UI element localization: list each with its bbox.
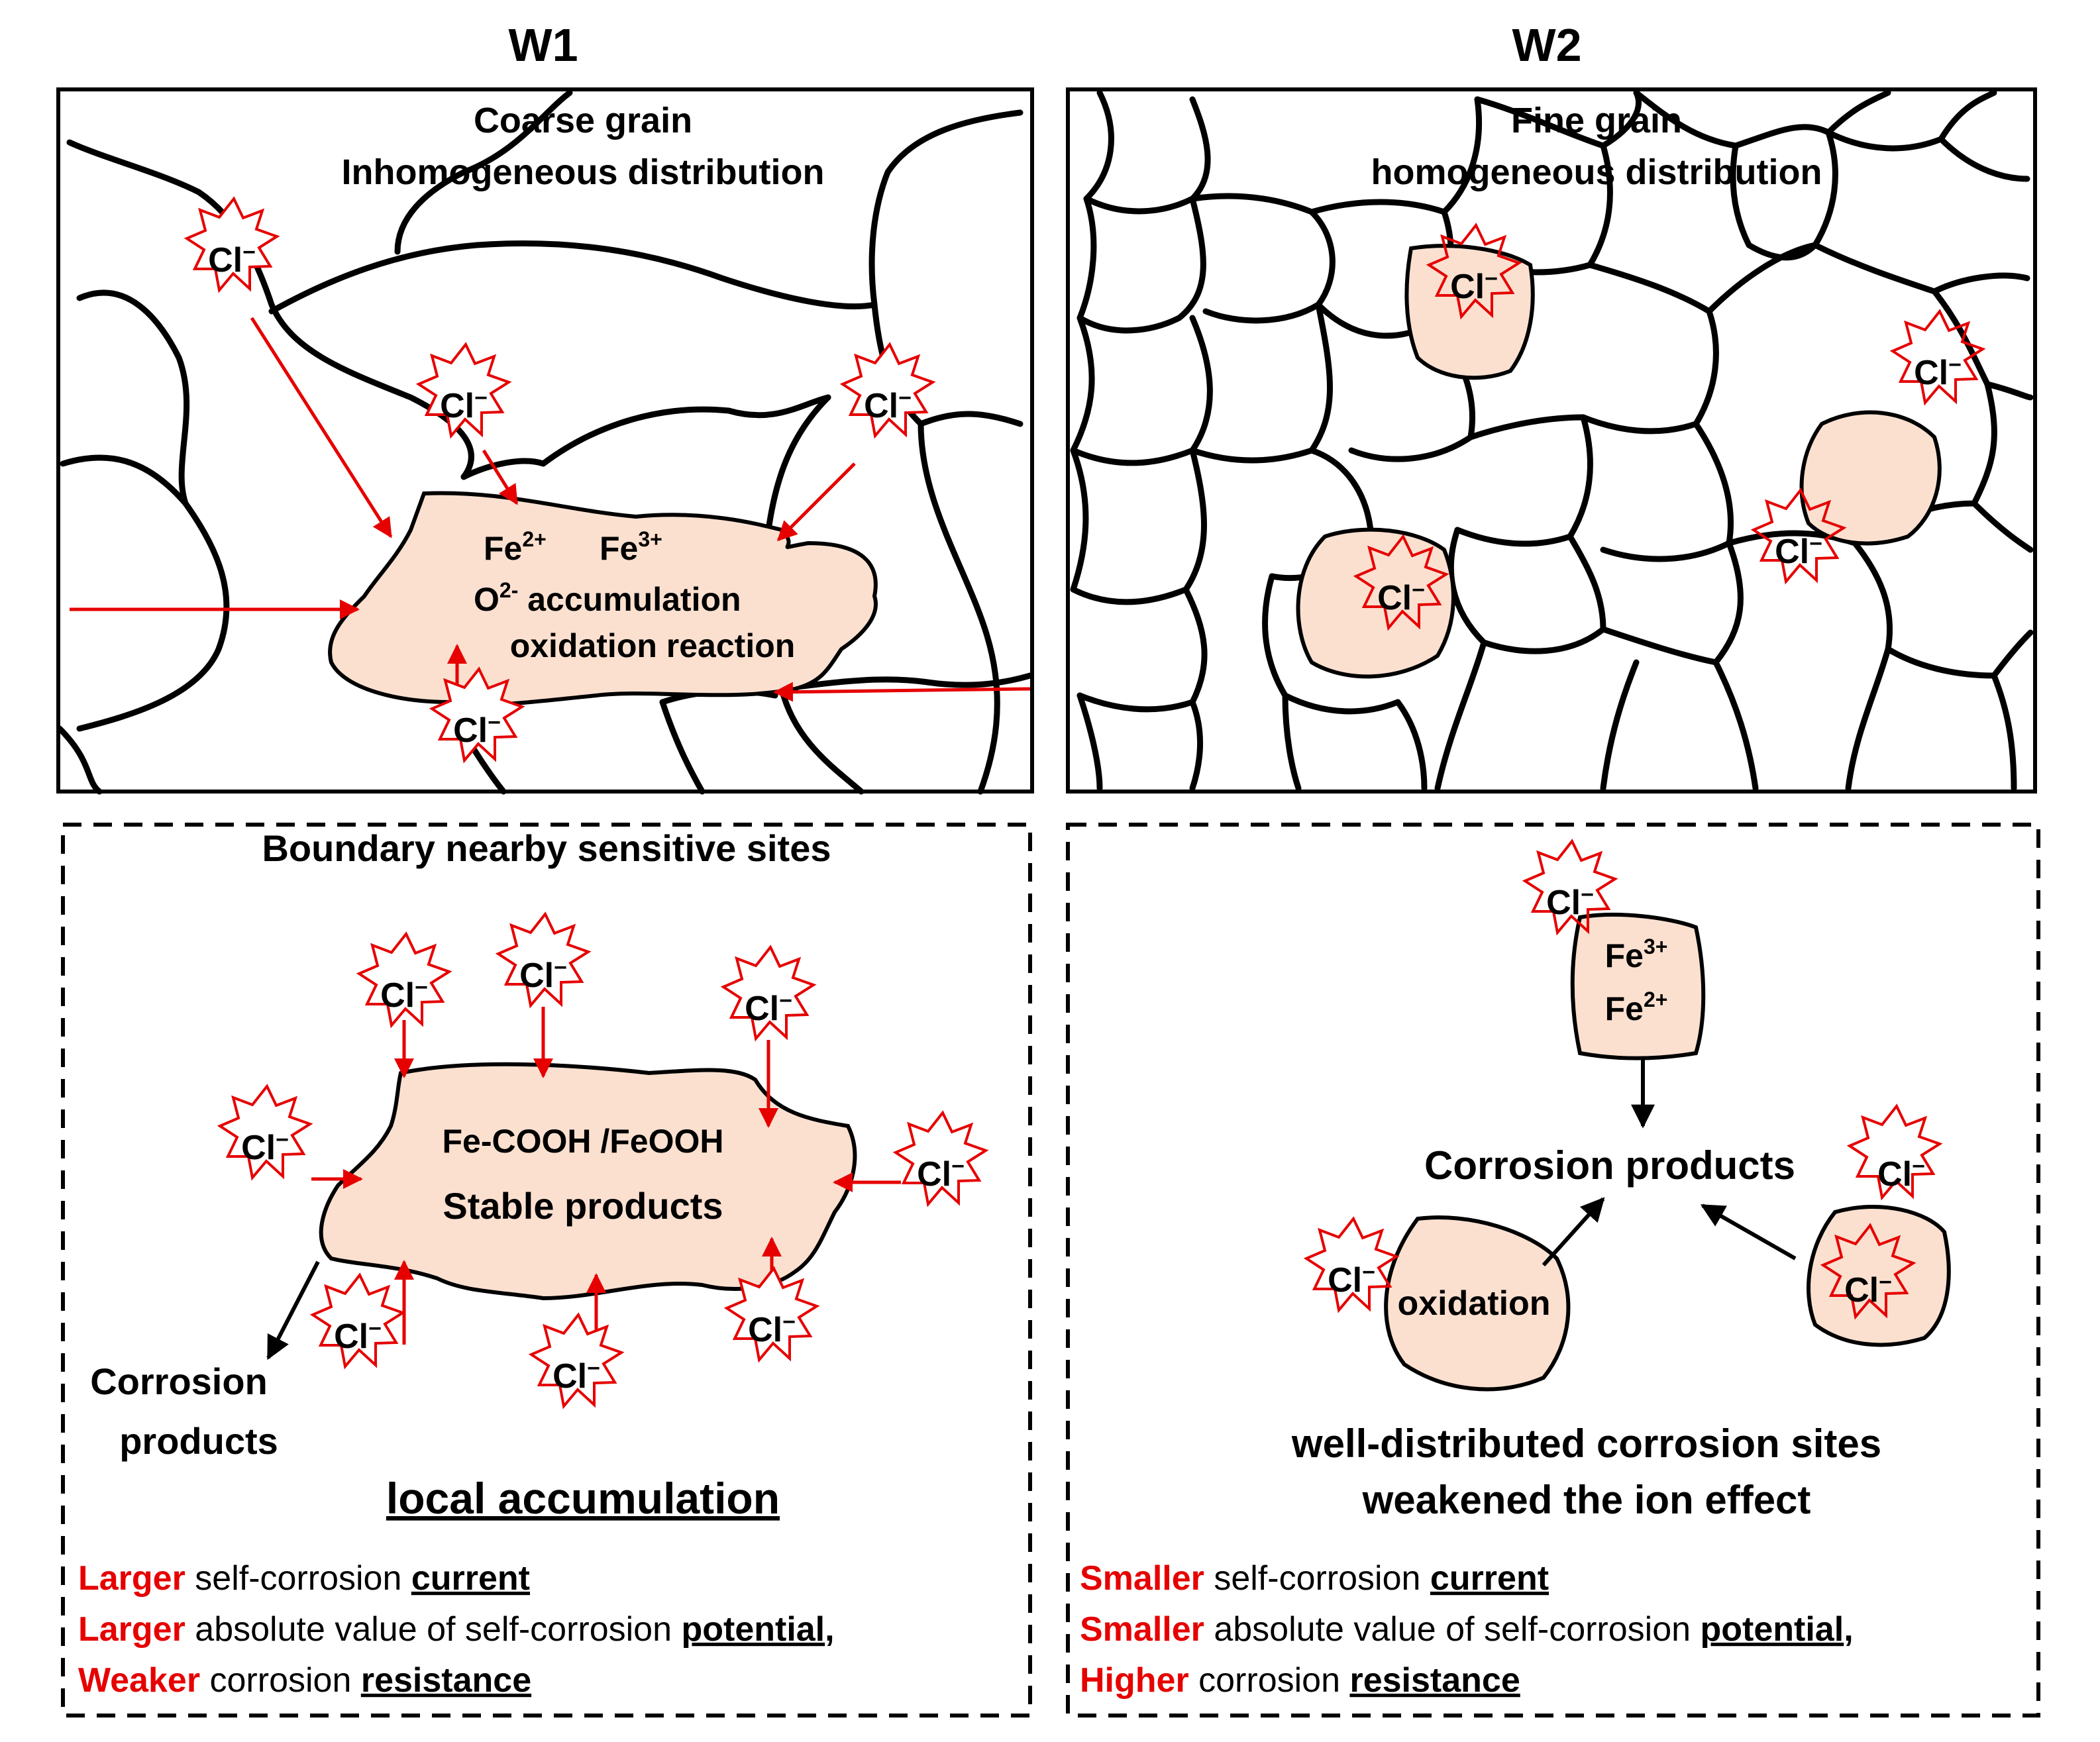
- w2-line1: well-distributed corrosion sites: [1291, 1421, 1881, 1466]
- w2-cl-ion-4: Cl−: [1750, 487, 1847, 585]
- w1-mech-cl-6: Cl−: [309, 1272, 406, 1370]
- w1-blob-line2: Stable products: [443, 1185, 723, 1227]
- w1-summary-2: Larger absolute value of self-corrosion …: [78, 1610, 835, 1649]
- svg-text:Cl−: Cl−: [864, 385, 912, 425]
- w2-fe-site: [1570, 912, 1706, 1060]
- w2-mech-panel: Cl− Fe3+ Fe2+ Corrosion products Cl− oxi…: [1066, 823, 2040, 1717]
- svg-text:Cl−: Cl−: [745, 988, 792, 1028]
- svg-text:Cl−: Cl−: [1914, 352, 1962, 392]
- w1-summary-1: Larger self-corrosion current: [78, 1559, 530, 1598]
- w1-mech-cl-5: Cl−: [892, 1110, 989, 1207]
- w1-cl-ion-2: Cl−: [415, 342, 512, 439]
- svg-text:Cl−: Cl−: [1775, 531, 1822, 571]
- svg-text:Cl−: Cl−: [1328, 1260, 1375, 1300]
- w1-micro-panel: Coarse grain Inhomogeneous distribution …: [56, 87, 1034, 795]
- header-w1: W1: [509, 19, 578, 71]
- w1-title-line2: Inhomogeneous distribution: [342, 152, 825, 192]
- svg-text:Cl−: Cl−: [748, 1309, 796, 1349]
- w1-corr-line1: Corrosion: [90, 1360, 268, 1402]
- w2-cl-ion-2: Cl−: [1353, 534, 1449, 631]
- w1-fe2: Fe2+: [484, 527, 547, 567]
- header-w2: W2: [1512, 19, 1582, 71]
- w2-up-right-arrow: [1542, 1197, 1605, 1267]
- w2-mech-cl-right-1: Cl−: [1846, 1103, 1943, 1201]
- w2-fe3: Fe3+: [1605, 935, 1668, 974]
- svg-text:Cl−: Cl−: [552, 1356, 600, 1396]
- w1-mech-cl-1: Cl−: [356, 931, 452, 1029]
- w1-o-accumulation: O2- accumulation: [474, 578, 741, 618]
- svg-text:Cl−: Cl−: [1844, 1270, 1892, 1309]
- w1-mech-cl-3: Cl−: [720, 945, 817, 1042]
- w1-cl-ion-4: Cl−: [429, 666, 525, 764]
- w1-mech-panel: Boundary nearby sensitive sites Fe-COOH …: [61, 823, 1032, 1717]
- w2-up-left-arrow: [1700, 1204, 1797, 1260]
- w2-site-3: [1799, 410, 1942, 546]
- w2-mech-cl-left: Cl−: [1303, 1216, 1400, 1313]
- w2-line2: weakened the ion effect: [1362, 1478, 1811, 1522]
- w1-fe3: Fe3+: [600, 527, 662, 567]
- svg-text:Cl−: Cl−: [334, 1316, 382, 1356]
- svg-text:Cl−: Cl−: [208, 240, 256, 280]
- svg-text:Cl−: Cl−: [440, 385, 488, 425]
- svg-text:Cl−: Cl−: [241, 1127, 289, 1167]
- w1-cl-ion-3: Cl−: [839, 342, 936, 439]
- w2-site-1: [1404, 244, 1535, 380]
- w2-right-site: [1807, 1204, 1951, 1347]
- svg-text:Cl−: Cl−: [917, 1154, 965, 1194]
- w1-title-line1: Coarse grain: [474, 101, 692, 140]
- w2-fe2: Fe2+: [1605, 988, 1668, 1027]
- w2-summary-3: Higher corrosion resistance: [1080, 1661, 1520, 1700]
- w1-corr-line2: products: [119, 1420, 278, 1462]
- w1-blob-line1: Fe-COOH /FeOOH: [442, 1123, 723, 1160]
- w1-grain-boundaries: [56, 89, 1033, 795]
- w2-mech-cl-right-2: Cl−: [1820, 1223, 1916, 1320]
- w2-corrosion-products: Corrosion products: [1424, 1143, 1795, 1188]
- w2-summary-1: Smaller self-corrosion current: [1080, 1559, 1549, 1598]
- w1-cl-arrows: [70, 317, 1031, 702]
- w2-micro-panel: Fine grain homogeneous distribution Cl− …: [1066, 87, 2037, 794]
- w2-cl-ion-1: Cl−: [1426, 223, 1522, 320]
- svg-text:Cl−: Cl−: [1450, 266, 1498, 306]
- w1-mech-cl-8: Cl−: [723, 1266, 820, 1363]
- w1-corr-arrow: [266, 1260, 320, 1360]
- svg-text:Cl−: Cl−: [453, 710, 501, 750]
- w1-cl-ion-1: Cl−: [184, 196, 280, 293]
- svg-text:Cl−: Cl−: [1546, 882, 1594, 922]
- w1-mech-cl-7: Cl−: [528, 1312, 625, 1409]
- w1-stable-blob: [319, 1062, 857, 1301]
- w2-title-line2: homogeneous distribution: [1371, 152, 1822, 192]
- w2-mech-cl-top: Cl−: [1522, 839, 1618, 936]
- w1-local-accumulation: local accumulation: [386, 1474, 780, 1523]
- w2-oxidation-label: oxidation: [1397, 1284, 1550, 1323]
- w1-mech-cl-4: Cl−: [217, 1084, 313, 1181]
- w2-site-2: [1296, 527, 1455, 679]
- svg-text:Cl−: Cl−: [380, 975, 428, 1015]
- w2-cl-ion-3: Cl−: [1889, 309, 1986, 406]
- w1-summary-3: Weaker corrosion resistance: [78, 1661, 531, 1700]
- w2-oxidation-site: [1384, 1215, 1571, 1392]
- svg-text:Cl−: Cl−: [519, 955, 567, 995]
- w1-oxidation-reaction: oxidation reaction: [510, 627, 796, 664]
- svg-text:Cl−: Cl−: [1877, 1154, 1925, 1194]
- w1-mech-heading: Boundary nearby sensitive sites: [262, 827, 831, 869]
- w1-mech-cl-2: Cl−: [495, 911, 592, 1009]
- svg-text:Cl−: Cl−: [1377, 578, 1425, 617]
- w2-summary-2: Smaller absolute value of self-corrosion…: [1080, 1610, 1854, 1649]
- w2-title-line1: Fine grain: [1511, 101, 1682, 140]
